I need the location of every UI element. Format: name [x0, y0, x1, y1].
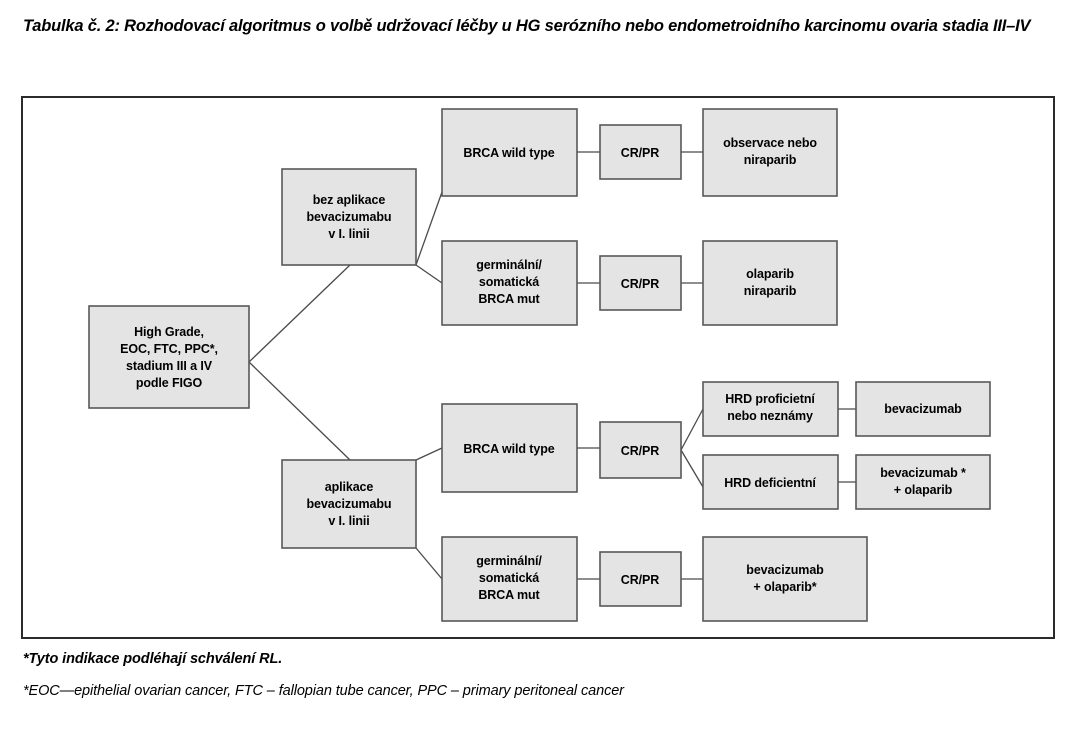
connector-layer	[248, 151, 856, 580]
node-with-bevacizumab-box[interactable]	[281, 459, 417, 549]
footnote-approval: *Tyto indikace podléhají schválení RL.	[23, 651, 283, 667]
node-brca-mut-lower-box[interactable]	[441, 536, 578, 622]
node-no-bevacizumab-line-2: bevacizumabu	[307, 210, 392, 224]
edge-crpr-3-to-hrd-prof	[680, 408, 704, 451]
node-crpr-1[interactable]: CR/PR	[599, 124, 682, 180]
node-crpr-3[interactable]: CR/PR	[599, 421, 682, 479]
node-crpr-2-label: CR/PR	[621, 277, 659, 291]
node-brca-wild-type-upper-label: BRCA wild type	[463, 146, 554, 160]
node-observation-or-niraparib-line-1: observace nebo	[723, 136, 817, 150]
node-bevacizumab-plus-olaparib-line-1: bevacizumab *	[880, 466, 966, 480]
edge-crpr-3-to-hrd-def	[680, 449, 704, 488]
edge-no-bev-to-nb-wild	[415, 191, 443, 266]
node-bevacizumab-olaparib-star[interactable]: bevacizumab + olaparib*	[702, 536, 868, 622]
node-hrd-deficient[interactable]: HRD deficientní	[702, 454, 839, 510]
node-observation-or-niraparib[interactable]: observace nebo niraparib	[702, 108, 838, 197]
node-root-line-1: High Grade,	[134, 325, 204, 339]
node-root[interactable]: High Grade, EOC, FTC, PPC*, stadium III …	[88, 305, 250, 409]
caption-line-1: Tabulka č. 2: Rozhodovací algoritmus o v…	[23, 17, 886, 35]
node-hrd-proficient-line-2: nebo neznámy	[727, 409, 813, 423]
node-brca-mut-lower-line-3: BRCA mut	[478, 588, 540, 602]
node-brca-wild-type-upper[interactable]: BRCA wild type	[441, 108, 578, 197]
node-hrd-deficient-label: HRD deficientní	[724, 476, 816, 490]
node-crpr-4-label: CR/PR	[621, 573, 659, 587]
node-olaparib-niraparib[interactable]: olaparib niraparib	[702, 240, 838, 326]
node-hrd-proficient-box[interactable]	[702, 381, 839, 437]
node-bevacizumab-olaparib-star-line-2: + olaparib*	[753, 580, 816, 594]
node-crpr-4[interactable]: CR/PR	[599, 551, 682, 607]
edge-root-to-yes-bev	[248, 361, 351, 461]
footnote-abbreviations: *EOC—epithelial ovarian cancer, FTC – fa…	[23, 683, 624, 699]
node-brca-mut-lower-line-2: somatická	[479, 571, 539, 585]
node-root-line-2: EOC, FTC, PPC*,	[120, 342, 218, 356]
node-bevacizumab-plus-olaparib-line-2: + olaparib	[894, 483, 953, 497]
node-brca-mut-lower-line-1: germinální/	[476, 554, 542, 568]
node-root-box[interactable]	[88, 305, 250, 409]
node-with-bevacizumab-line-1: aplikace	[325, 480, 374, 494]
node-crpr-2-box[interactable]	[599, 255, 682, 311]
node-crpr-1-label: CR/PR	[621, 146, 659, 160]
node-hrd-deficient-box[interactable]	[702, 454, 839, 510]
edge-yes-bev-to-yb-wild	[415, 447, 443, 461]
node-with-bevacizumab[interactable]: aplikace bevacizumabu v I. linii	[281, 459, 417, 549]
node-brca-mut-upper[interactable]: germinální/ somatická BRCA mut	[441, 240, 578, 326]
node-olaparib-niraparib-line-1: olaparib	[746, 267, 794, 281]
node-no-bevacizumab[interactable]: bez aplikace bevacizumabu v I. linii	[281, 168, 417, 266]
node-brca-wild-type-upper-box[interactable]	[441, 108, 578, 197]
node-bevacizumab-plus-olaparib[interactable]: bevacizumab * + olaparib	[855, 454, 991, 510]
node-brca-wild-type-lower[interactable]: BRCA wild type	[441, 403, 578, 493]
node-root-line-4: podle FIGO	[136, 376, 203, 390]
node-brca-wild-type-lower-box[interactable]	[441, 403, 578, 493]
caption-line-2: ovaria stadia III–IV	[890, 17, 1031, 35]
edge-yes-bev-to-yb-mut	[415, 547, 443, 580]
node-bevacizumab-plus-olaparib-box[interactable]	[855, 454, 991, 510]
edge-root-to-no-bev	[248, 264, 351, 363]
node-brca-wild-type-lower-label: BRCA wild type	[463, 442, 554, 456]
node-with-bevacizumab-line-2: bevacizumabu	[307, 497, 392, 511]
node-root-line-3: stadium III a IV	[126, 359, 213, 373]
node-bevacizumab-olaparib-star-box[interactable]	[702, 536, 868, 622]
node-bevacizumab[interactable]: bevacizumab	[855, 381, 991, 437]
node-olaparib-niraparib-line-2: niraparib	[744, 284, 797, 298]
node-hrd-proficient[interactable]: HRD proficietní nebo neznámy	[702, 381, 839, 437]
node-bevacizumab-label: bevacizumab	[884, 402, 962, 416]
node-crpr-1-box[interactable]	[599, 124, 682, 180]
node-bevacizumab-box[interactable]	[855, 381, 991, 437]
node-brca-mut-upper-line-2: somatická	[479, 275, 539, 289]
node-no-bevacizumab-box[interactable]	[281, 168, 417, 266]
node-brca-mut-upper-line-1: germinální/	[476, 258, 542, 272]
node-bevacizumab-olaparib-star-line-1: bevacizumab	[746, 563, 824, 577]
node-crpr-3-label: CR/PR	[621, 444, 659, 458]
node-crpr-2[interactable]: CR/PR	[599, 255, 682, 311]
figure-caption: Tabulka č. 2: Rozhodovací algoritmus o v…	[23, 14, 1043, 39]
node-with-bevacizumab-line-3: v I. linii	[328, 514, 369, 528]
node-olaparib-niraparib-box[interactable]	[702, 240, 838, 326]
node-crpr-3-box[interactable]	[599, 421, 682, 479]
node-observation-or-niraparib-line-2: niraparib	[744, 153, 797, 167]
node-no-bevacizumab-line-1: bez aplikace	[313, 193, 386, 207]
node-hrd-proficient-line-1: HRD proficietní	[725, 392, 815, 406]
decision-flowchart: High Grade, EOC, FTC, PPC*, stadium III …	[88, 108, 991, 622]
node-observation-or-niraparib-box[interactable]	[702, 108, 838, 197]
node-brca-mut-upper-box[interactable]	[441, 240, 578, 326]
node-brca-mut-lower[interactable]: germinální/ somatická BRCA mut	[441, 536, 578, 622]
edge-no-bev-to-nb-mut	[415, 264, 443, 284]
node-crpr-4-box[interactable]	[599, 551, 682, 607]
node-no-bevacizumab-line-3: v I. linii	[328, 227, 369, 241]
node-brca-mut-upper-line-3: BRCA mut	[478, 292, 540, 306]
